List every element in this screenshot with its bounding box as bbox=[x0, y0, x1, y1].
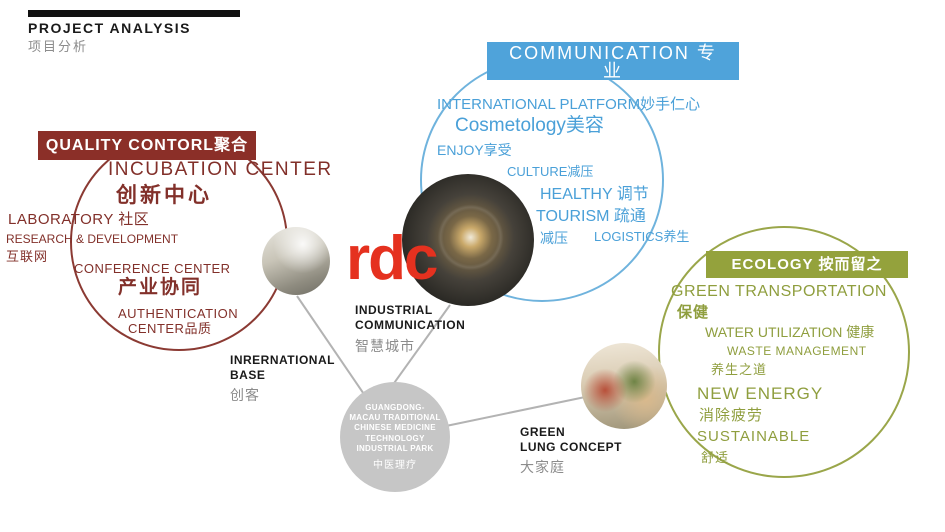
hub-line: INDUSTRIAL PARK bbox=[356, 444, 434, 454]
hub-circle: GUANGDONG- MACAU TRADITIONAL CHINESE MED… bbox=[340, 382, 450, 492]
line-hub-international-base bbox=[296, 295, 371, 404]
title-rule bbox=[28, 10, 240, 17]
page-subtitle: 项目分析 bbox=[28, 39, 89, 54]
industrial-communication-label-cn: 智慧城市 bbox=[355, 338, 415, 354]
ecology-regimen: 养生之道 bbox=[711, 362, 768, 377]
communication-relief: 减压 bbox=[540, 230, 568, 246]
ecology-circle bbox=[658, 226, 910, 478]
quality-conference-center: CONFERENCE CENTER bbox=[74, 261, 231, 276]
communication-tourism: TOURISM 疏通 bbox=[536, 208, 646, 225]
ecology-healthcare: 保健 bbox=[677, 304, 710, 321]
communication-enjoy: ENJOY享受 bbox=[437, 142, 512, 158]
line-hub-industrial-communication bbox=[391, 304, 451, 387]
hub-chinese-label: 中医理疗 bbox=[373, 460, 417, 472]
communication-international-platform: INTERNATIONAL PLATFORM妙手仁心 bbox=[437, 96, 701, 113]
rdc-logo: rdc bbox=[346, 224, 438, 293]
international-base-label-line1: INRERNATIONAL bbox=[230, 353, 335, 367]
ecology-header-box: ECOLOGY 按而留之 bbox=[706, 251, 908, 278]
ecology-sustainable: SUSTAINABLE bbox=[697, 428, 811, 445]
communication-header-line2: 业 bbox=[603, 61, 623, 81]
line-hub-green-lung bbox=[445, 395, 591, 427]
ecology-green-transportation: GREEN TRANSPORTATION bbox=[671, 283, 887, 300]
international-base-label-line2: BASE bbox=[230, 368, 266, 382]
quality-header-box: QUALITY CONTORL聚合 bbox=[38, 131, 256, 160]
ecology-comfort: 舒适 bbox=[701, 450, 730, 465]
hub-line: GUANGDONG- bbox=[365, 402, 425, 412]
quality-authentication-line1: AUTHENTICATION bbox=[118, 306, 239, 321]
quality-authentication-line2: CENTER品质 bbox=[128, 321, 212, 336]
international-base-label-cn: 创客 bbox=[230, 387, 260, 403]
hub-line: TECHNOLOGY bbox=[365, 433, 425, 443]
hub-line: MACAU TRADITIONAL bbox=[349, 412, 441, 422]
green-lung-photo bbox=[581, 343, 667, 429]
green-lung-label-cn: 大家庭 bbox=[520, 459, 565, 475]
quality-laboratory: LABORATORY 社区 bbox=[8, 211, 150, 228]
industrial-communication-label-line2: COMMUNICATION bbox=[355, 318, 466, 332]
communication-healthy: HEALTHY 调节 bbox=[540, 186, 649, 203]
hub-line: CHINESE MEDICINE bbox=[354, 423, 436, 433]
green-lung-label-line1: GREEN bbox=[520, 425, 566, 439]
communication-culture: CULTURE减压 bbox=[507, 164, 594, 179]
page-title: PROJECT ANALYSIS bbox=[28, 20, 191, 36]
ecology-fatigue-relief: 消除疲劳 bbox=[699, 407, 764, 424]
green-lung-label-line2: LUNG CONCEPT bbox=[520, 440, 622, 454]
ecology-new-energy: NEW ENERGY bbox=[697, 384, 824, 403]
industrial-communication-photo bbox=[402, 174, 534, 306]
quality-internet: 互联网 bbox=[6, 249, 49, 264]
international-base-photo bbox=[262, 227, 330, 295]
communication-header-box: COMMUNICATION 专 业 bbox=[487, 42, 739, 80]
quality-incubation-center: INCUBATION CENTER bbox=[108, 159, 333, 180]
communication-header-line1: COMMUNICATION 专 bbox=[509, 43, 717, 63]
quality-incubation-center-cn: 创新中心 bbox=[116, 184, 212, 207]
quality-industry-synergy: 产业协同 bbox=[118, 277, 203, 298]
communication-logistics: LOGISTICS养生 bbox=[594, 229, 690, 244]
ecology-water-utilization: WATER UTILIZATION 健康 bbox=[705, 324, 875, 340]
quality-research-development: RESEARCH & DEVELOPMENT bbox=[6, 232, 179, 246]
ecology-waste-management: WASTE MANAGEMENT bbox=[727, 344, 867, 358]
communication-cosmetology: Cosmetology美容 bbox=[455, 115, 604, 136]
industrial-communication-label-line1: INDUSTRIAL bbox=[355, 303, 433, 317]
